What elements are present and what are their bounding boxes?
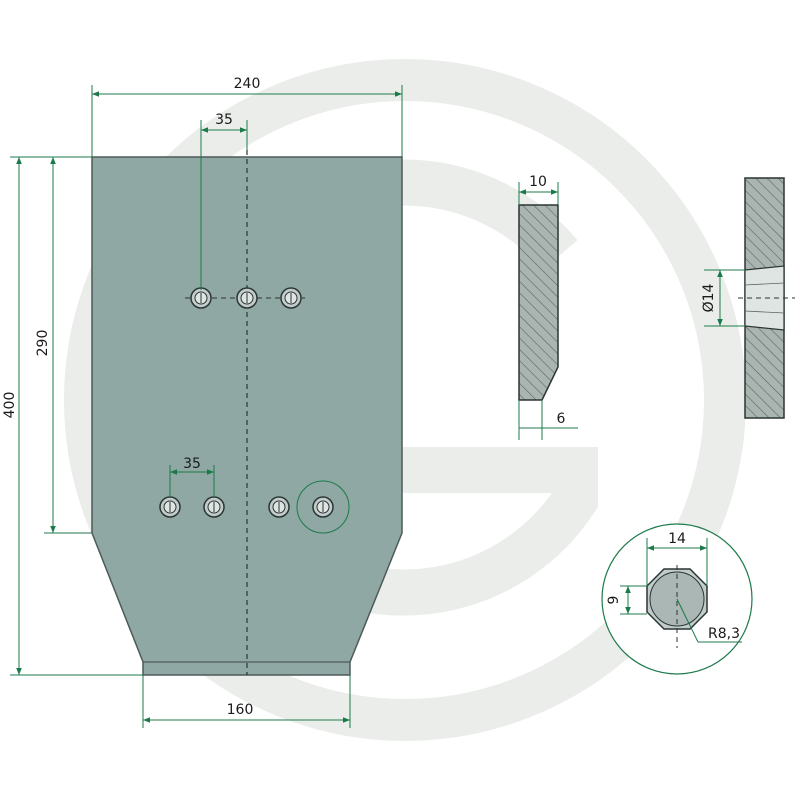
blade-plate	[91, 150, 403, 676]
label-height-total: 400	[2, 392, 18, 419]
label-width-bottom: 160	[227, 702, 254, 718]
hole-icon	[280, 287, 302, 309]
label-thickness: 10	[529, 174, 547, 190]
holes-top-row	[185, 287, 305, 309]
label-detail-radius: R8,3	[708, 626, 740, 642]
detail-callout-circle	[296, 480, 350, 534]
label-detail-flat: 9	[606, 596, 622, 605]
detail-view	[601, 523, 753, 675]
hole-icon	[268, 496, 290, 518]
dim-height-upper	[44, 157, 92, 534]
label-hole-diameter: Ø14	[701, 283, 717, 312]
holes-bottom-row	[159, 480, 350, 534]
label-edge-bevel: 6	[557, 411, 566, 427]
hole-icon	[312, 496, 334, 518]
hole-cross-section	[704, 177, 795, 419]
dim-width-top	[91, 85, 403, 157]
side-profile-view	[518, 182, 578, 440]
dim-spacing-top	[200, 120, 248, 290]
label-spacing-top: 35	[215, 112, 233, 128]
label-width-top: 240	[234, 76, 261, 92]
hole-icon	[236, 287, 258, 309]
dim-width-bottom	[142, 675, 351, 728]
hole-icon	[159, 496, 181, 518]
label-spacing-bottom: 35	[183, 456, 201, 472]
label-detail-width: 14	[668, 531, 686, 547]
label-height-upper: 290	[35, 330, 51, 357]
hole-icon	[203, 496, 225, 518]
dim-spacing-bottom	[169, 465, 215, 497]
hole-icon	[190, 287, 212, 309]
